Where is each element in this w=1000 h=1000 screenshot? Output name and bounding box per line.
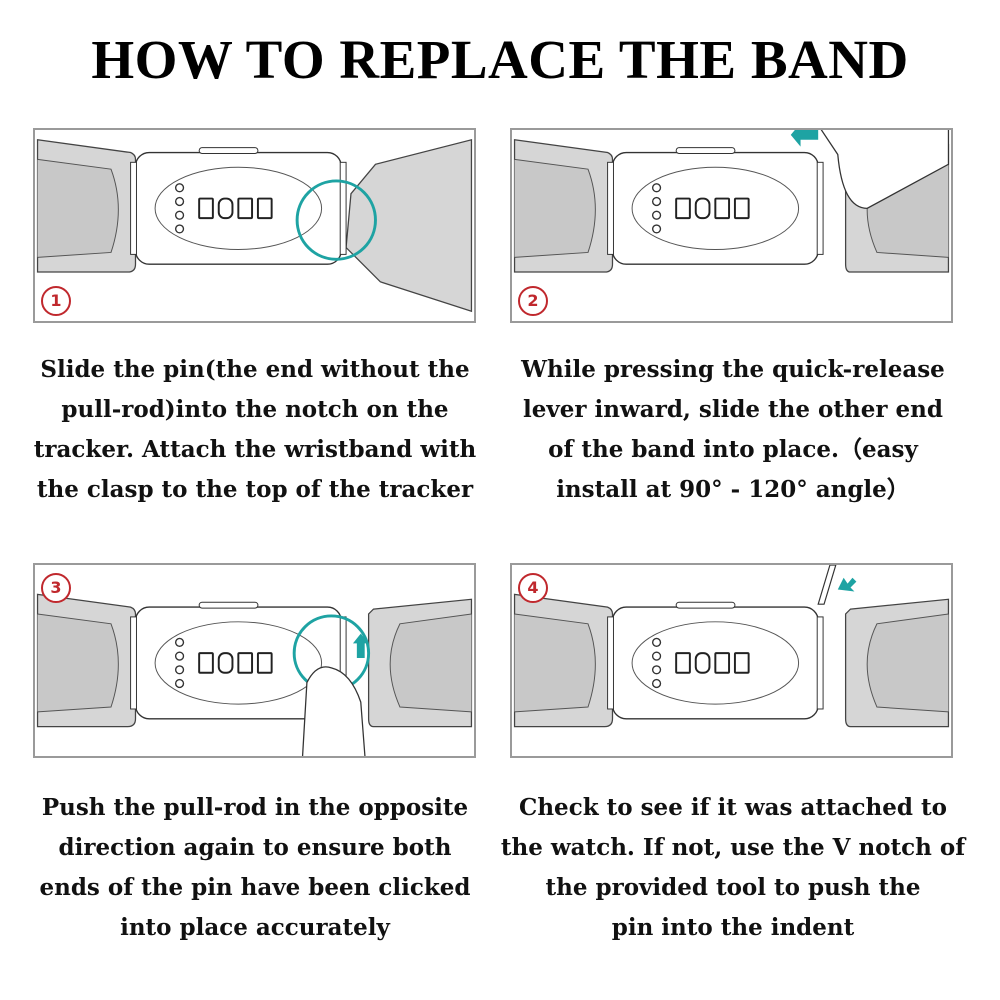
sensor-dot [651, 210, 662, 220]
sensor-window [237, 652, 254, 674]
step-number-badge: 3 [41, 573, 71, 603]
finger-icon [301, 666, 366, 756]
sensor-window [675, 197, 691, 220]
step-1-illustration: 1 [33, 128, 476, 323]
sensor-window [256, 652, 273, 674]
caption-line: the watch. If not, use the V notch of [500, 834, 966, 861]
sensor-window [694, 197, 711, 220]
caption-line: Slide the pin(the end without the [40, 356, 470, 383]
step-3-caption: Push the pull-rod in the opposite direct… [20, 788, 490, 948]
step-4-illustration: 4 [510, 563, 953, 758]
step-3-illustration: 3 [33, 563, 476, 758]
caption-line: ends of the pin have been clicked [39, 874, 471, 901]
sensor-dot [651, 678, 662, 689]
finger-icon [820, 130, 950, 209]
sensor-window [694, 652, 711, 674]
caption-line: Check to see if it was attached to [519, 794, 947, 821]
step-4-caption: Check to see if it was attached to the w… [498, 788, 968, 948]
page-title: HOW TO REPLACE THE BAND [91, 29, 909, 90]
arrow-down-left-icon [837, 577, 857, 592]
caption-line: the clasp to the top of the tracker [36, 476, 474, 503]
right-band [345, 138, 473, 313]
step-1-caption: Slide the pin(the end without the pull-r… [20, 350, 490, 510]
step-number-badge: 1 [41, 286, 71, 316]
caption-line: direction again to ensure both [58, 834, 452, 861]
sensor-window [733, 652, 750, 674]
sensor-window [198, 652, 214, 674]
sensor-window [714, 652, 731, 674]
arrow-left-icon [790, 130, 819, 147]
sensor-dot [651, 196, 662, 207]
sensor-window [198, 197, 214, 220]
caption-line: Push the pull-rod in the opposite [41, 794, 469, 821]
sensor-window [217, 652, 234, 674]
sensor-dot [174, 224, 185, 234]
sensor-dot [174, 183, 185, 193]
sensor-dot [174, 678, 185, 689]
sensor-window [733, 197, 750, 220]
sensor-dot [651, 637, 662, 647]
caption-line: install at 90° - 120° angle） [556, 476, 910, 503]
caption-line: tracker. Attach the wristband with [33, 436, 477, 463]
caption-line: lever inward, slide the other end [523, 396, 943, 423]
caption-line: the provided tool to push the [545, 874, 921, 901]
sensor-window [714, 197, 731, 220]
caption-line: While pressing the quick-release [521, 356, 945, 383]
caption-line: pin into the indent [611, 914, 855, 941]
caption-line: into place accurately [120, 914, 390, 941]
sensor-window [217, 197, 234, 220]
sensor-dot [651, 665, 662, 675]
caption-line: pull-rod)into the notch on the [61, 396, 449, 423]
step-2-caption: While pressing the quick-release lever i… [498, 350, 968, 510]
sensor-window [256, 197, 273, 220]
sensor-window [675, 652, 691, 674]
sensor-dot [174, 651, 185, 661]
tool-icon [817, 565, 837, 605]
sensor-dot [174, 637, 185, 647]
arrow-up-icon [352, 633, 369, 659]
step-number-badge: 2 [518, 286, 548, 316]
sensor-window [237, 197, 254, 220]
sensor-dot [651, 183, 662, 193]
sensor-dot [174, 665, 185, 675]
sensor-dot [174, 210, 185, 220]
caption-line: of the band into place.（easy [548, 436, 918, 463]
highlight-circle-icon [295, 179, 377, 261]
sensor-dot [651, 651, 662, 661]
step-number-badge: 4 [518, 573, 548, 603]
sensor-dot [651, 224, 662, 234]
step-2-illustration: 2 [510, 128, 953, 323]
sensor-dot [174, 196, 185, 207]
